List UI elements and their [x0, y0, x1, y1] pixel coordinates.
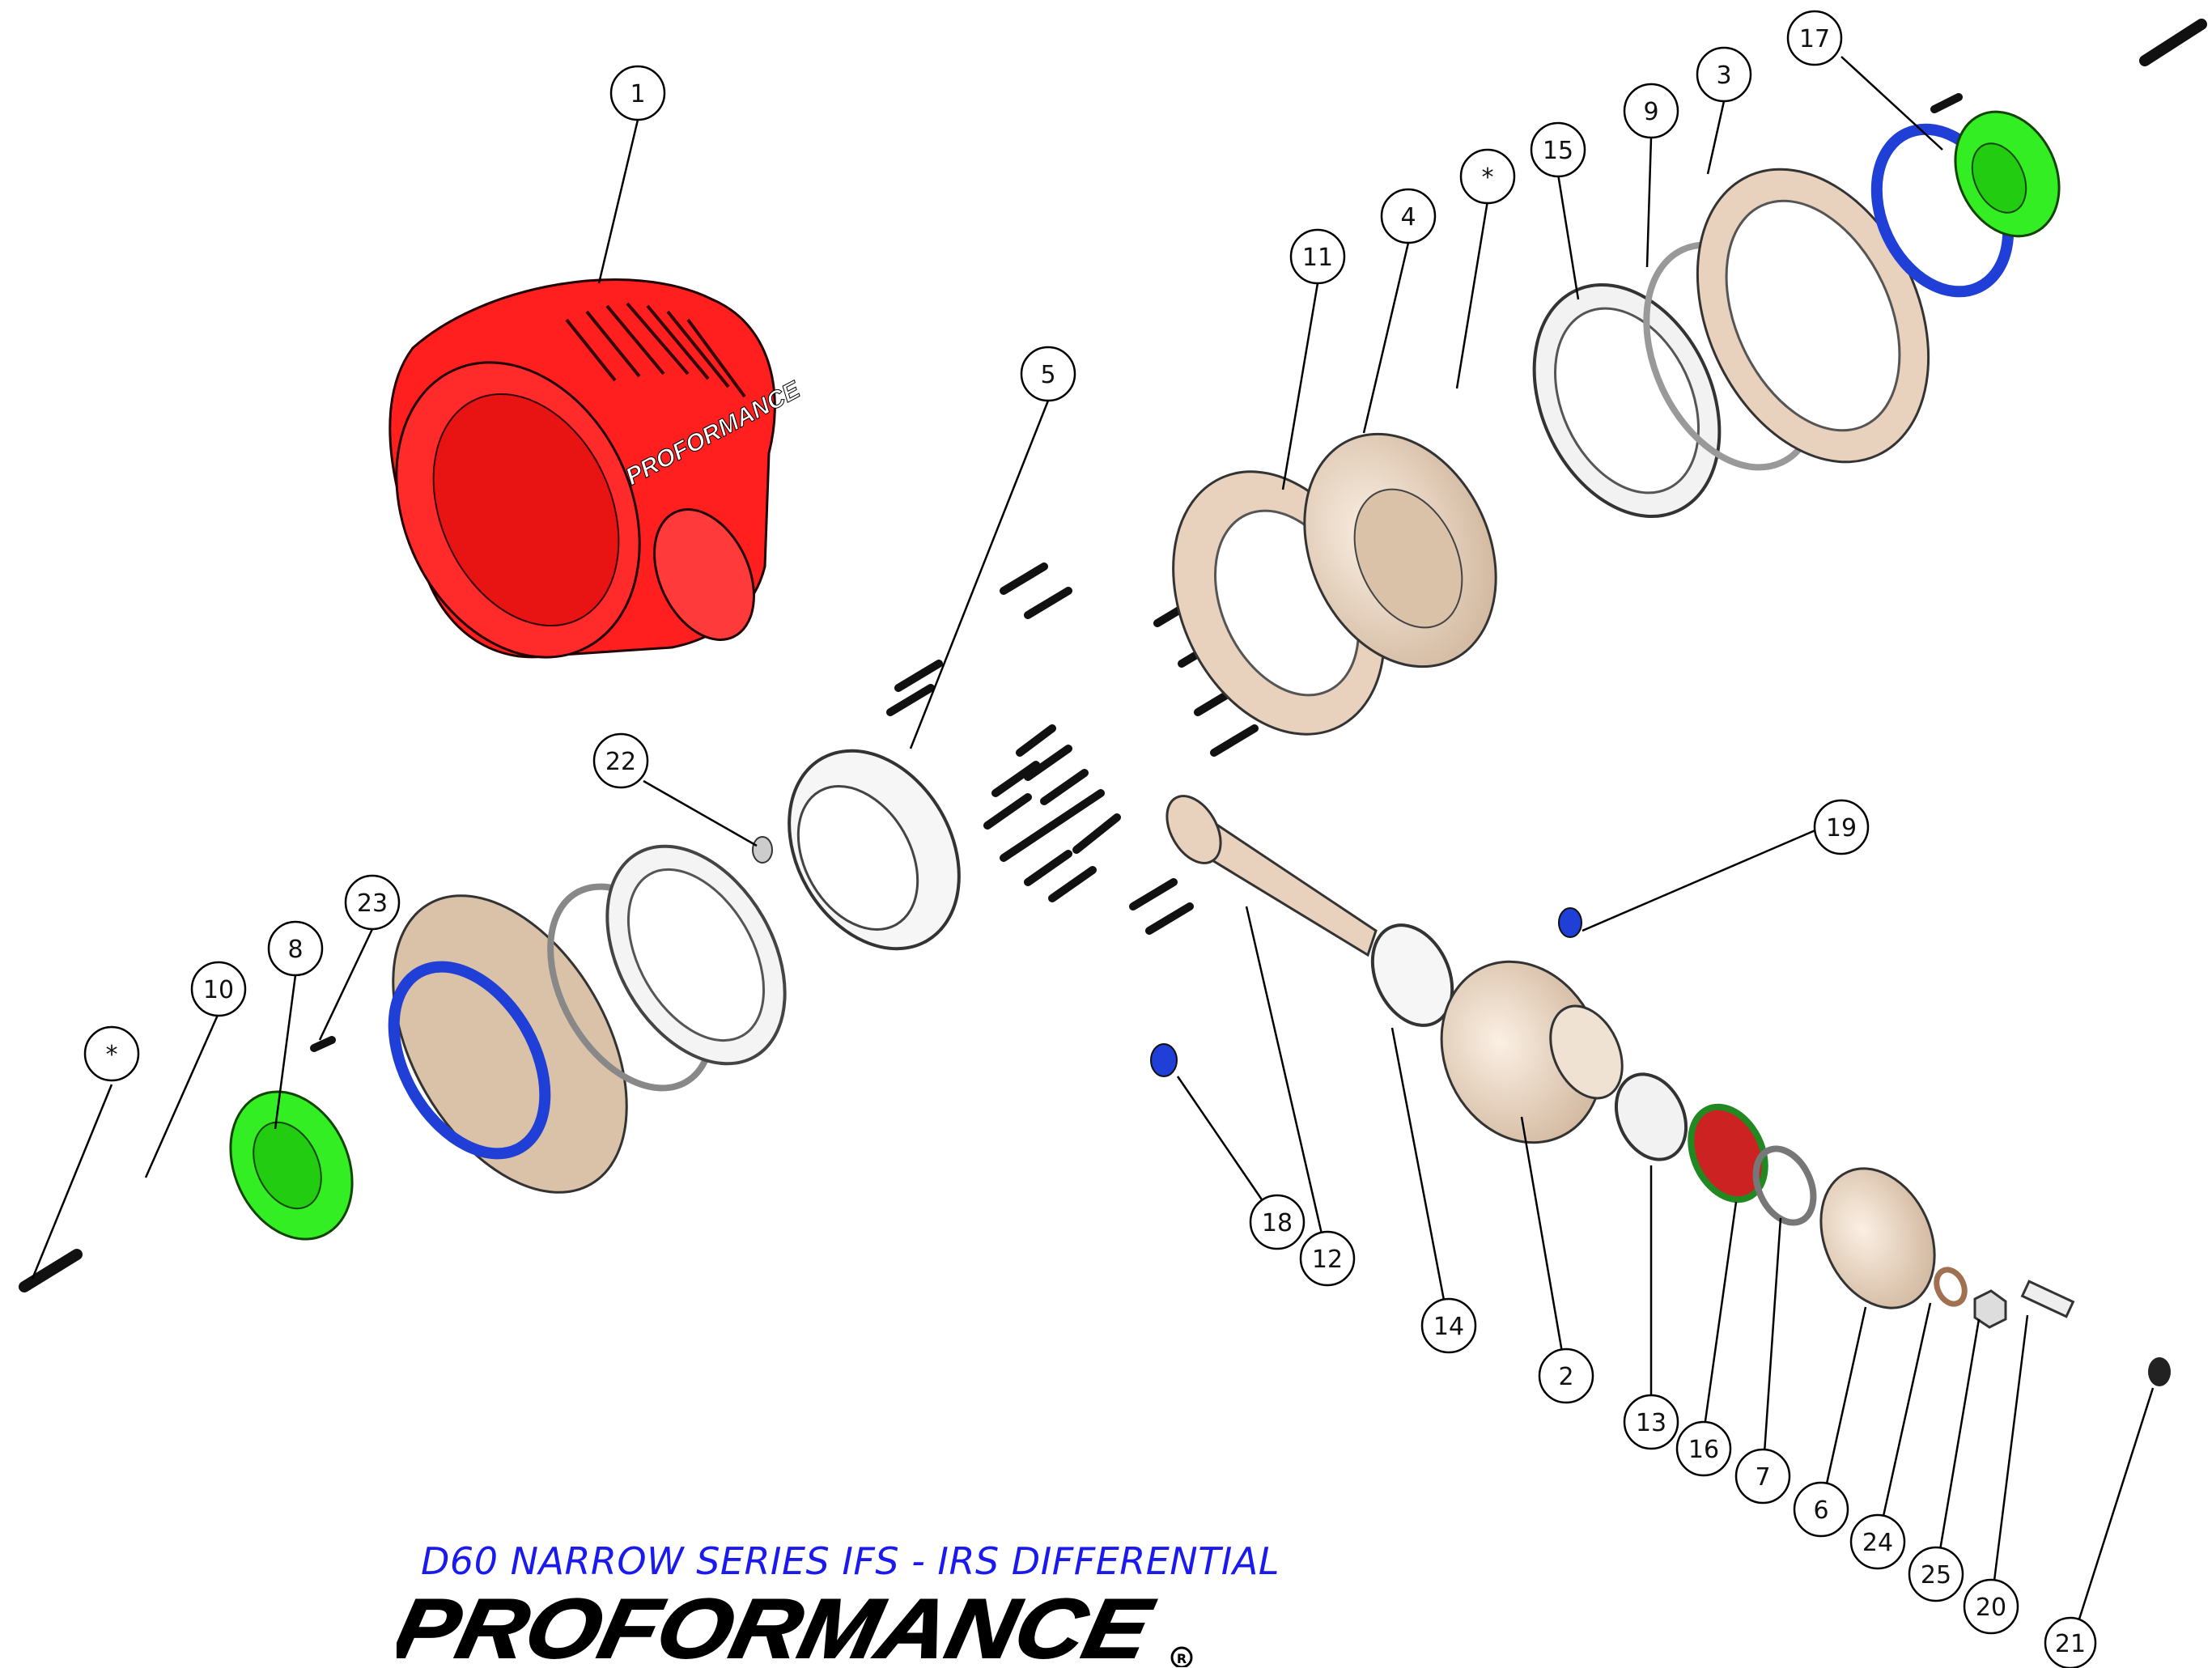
callout-17: 17	[1786, 10, 1843, 66]
callout-2: 2	[1538, 1348, 1594, 1404]
lower-chain	[1370, 923, 2075, 1329]
svg-text:14: 14	[1433, 1313, 1464, 1341]
callout-10: 10	[190, 961, 247, 1017]
fitting-19	[1558, 907, 1582, 938]
washer-24	[1934, 1267, 1968, 1307]
svg-text:20: 20	[1976, 1594, 2006, 1622]
svg-text:22: 22	[605, 748, 636, 776]
svg-text:*: *	[1482, 163, 1494, 192]
callout-23: 23	[344, 874, 401, 931]
callout-25: 25	[1908, 1546, 1964, 1602]
callout-16: 16	[1675, 1420, 1732, 1477]
callout-8: 8	[267, 920, 324, 977]
pin-20	[2020, 1280, 2075, 1318]
bearing-14	[1370, 923, 1454, 1027]
callout-11: 11	[1289, 228, 1346, 285]
svg-text:6: 6	[1813, 1496, 1828, 1525]
svg-text:3: 3	[1716, 62, 1731, 90]
callout-22: 22	[592, 732, 649, 789]
seal-16	[1688, 1103, 1768, 1203]
bearing-13	[1614, 1072, 1688, 1161]
plug-21	[2148, 1357, 2171, 1386]
svg-text:15: 15	[1543, 137, 1573, 165]
svg-text:23: 23	[357, 889, 388, 918]
svg-text:24: 24	[1862, 1529, 1893, 1557]
callout-asterisk-right: *	[1459, 148, 1516, 205]
blue-seal-left	[388, 961, 551, 1160]
svg-text:17: 17	[1799, 25, 1830, 53]
svg-text:1: 1	[630, 80, 645, 108]
callout-21: 21	[2044, 1616, 2097, 1668]
svg-text:*: *	[106, 1041, 118, 1069]
nut-25	[1973, 1289, 2007, 1329]
callout-7: 7	[1734, 1448, 1791, 1505]
svg-text:11: 11	[1302, 244, 1333, 272]
svg-text:5: 5	[1040, 361, 1055, 389]
svg-text:9: 9	[1643, 98, 1658, 126]
callout-1: 1	[609, 65, 666, 121]
svg-text:19: 19	[1826, 814, 1857, 842]
callout-9: 9	[1623, 83, 1679, 139]
bolt-bottom-left	[19, 1249, 83, 1292]
svg-text:2: 2	[1558, 1363, 1573, 1391]
svg-text:18: 18	[1262, 1209, 1293, 1237]
callout-6: 6	[1793, 1481, 1849, 1538]
callout-24: 24	[1849, 1513, 1906, 1570]
callout-5: 5	[1020, 346, 1076, 402]
callout-4: 4	[1380, 188, 1437, 244]
right-bearing-stack	[1172, 110, 2061, 736]
fitting-18	[1150, 1043, 1178, 1077]
callout-3: 3	[1696, 46, 1752, 103]
svg-text:4: 4	[1400, 203, 1416, 231]
pin-22	[752, 836, 773, 864]
leader-lines	[31, 56, 2155, 1648]
callout-13: 13	[1623, 1394, 1679, 1450]
svg-text:8: 8	[287, 936, 303, 964]
screw-23	[310, 1036, 336, 1052]
callout-14: 14	[1420, 1297, 1477, 1354]
svg-text:25: 25	[1921, 1561, 1951, 1589]
callout-19: 19	[1813, 799, 1870, 855]
small-parts	[19, 19, 2207, 1386]
callout-18: 18	[1249, 1194, 1306, 1250]
svg-text:21: 21	[2055, 1630, 2086, 1658]
diagram-caption: D60 NARROW SERIES IFS - IRS DIFFERENTIAL	[421, 1539, 1280, 1583]
svg-text:13: 13	[1636, 1409, 1666, 1437]
callout-12: 12	[1299, 1230, 1356, 1287]
svg-text:7: 7	[1755, 1463, 1770, 1492]
svg-text:R: R	[1177, 1651, 1187, 1666]
svg-text:PROFORMANCE: PROFORMANCE	[397, 1586, 1161, 1667]
proformance-logo: PROFORMANCE R	[397, 1586, 1193, 1667]
ring-7	[1752, 1145, 1817, 1226]
callout-15: 15	[1530, 121, 1586, 178]
callout-20: 20	[1963, 1578, 2019, 1635]
yoke-6	[1819, 1167, 1936, 1309]
left-bearing-stack	[229, 749, 961, 1241]
differential-housing: PROFORMANCE	[388, 278, 805, 659]
callouts: 1 2 3 4 5 6 7 8 9 10 11 12 13 14 15 16 1…	[83, 10, 2097, 1668]
svg-text:10: 10	[203, 976, 234, 1004]
svg-text:16: 16	[1688, 1436, 1719, 1464]
pinion-shaft	[1165, 795, 1378, 957]
svg-text:12: 12	[1312, 1246, 1343, 1274]
callout-asterisk-left: *	[83, 1025, 140, 1082]
bolt-top-right	[2139, 19, 2207, 66]
